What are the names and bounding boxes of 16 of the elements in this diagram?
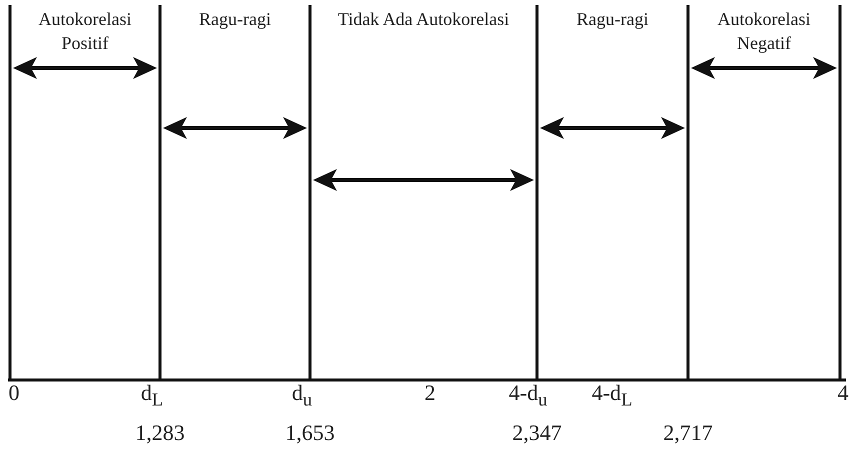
tick-value: 2,347 bbox=[512, 420, 562, 445]
tick-value: 1,653 bbox=[285, 420, 335, 445]
region-label: Ragu-ragi bbox=[576, 9, 648, 29]
tick-value: 2,717 bbox=[663, 420, 713, 445]
tick-label: 4-d$_{L}$ bbox=[592, 380, 632, 405]
region-label: Autokorelasi Negatif bbox=[718, 9, 810, 53]
tick-label: 0 bbox=[8, 380, 20, 405]
tick-label: 2 bbox=[424, 380, 436, 405]
tick-label: d$_{L}$ bbox=[140, 380, 164, 405]
tick-label: 4 bbox=[838, 380, 848, 405]
region-label: Tidak Ada Autokorelasi bbox=[338, 9, 510, 29]
tick-label: d$_{u}$ bbox=[292, 380, 312, 405]
region-label: Autokorelasi Positif bbox=[38, 9, 132, 53]
tick-label: 4-d$_{u}$ bbox=[508, 380, 548, 405]
tick-value: 1,283 bbox=[135, 420, 185, 445]
region-label: Ragu-ragi bbox=[199, 9, 271, 29]
